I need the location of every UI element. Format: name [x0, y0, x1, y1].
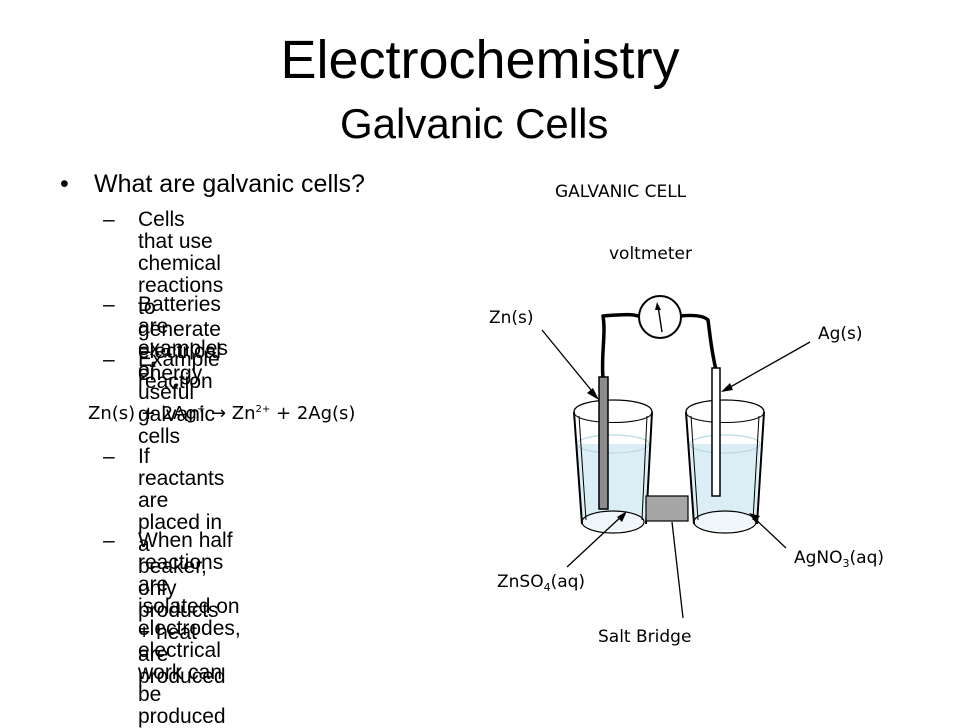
znso4-label: ZnSO4(aq) [497, 572, 585, 594]
subpoint-text: If reactants are placed in a beaker, onl… [138, 445, 226, 688]
agno3-label-main: AgNO [794, 548, 843, 568]
znso4-pointer [566, 513, 625, 568]
slide-subtitle: Galvanic Cells [340, 100, 609, 147]
zn-electrode [598, 376, 609, 510]
agno3-pointer [751, 515, 787, 549]
right-beaker-rim [685, 399, 765, 413]
zn-electrode-label: Zn(s) [489, 308, 534, 328]
zn-pointer-head [587, 388, 599, 400]
bullet-marker: • [60, 170, 69, 198]
znso4-label-subscript: 4 [544, 581, 551, 594]
right-beaker [685, 399, 765, 534]
subpoint-marker: – [103, 348, 115, 371]
agno3-label: AgNO3(aq) [794, 548, 884, 570]
subpoint-text: Batteries are examples of useful galvani… [138, 293, 228, 448]
ag-electrode-label: Ag(s) [818, 324, 863, 344]
slide-title: Electrochemistry [280, 30, 680, 90]
right-beaker-front-rim [685, 411, 765, 423]
equation-zn-charge: 2+ [255, 404, 271, 415]
left-beaker-front-rim [573, 411, 653, 423]
voltmeter-needle-head [655, 302, 661, 310]
left-solution [577, 444, 649, 532]
left-beaker-bottom [581, 510, 645, 534]
equation-reactants: Zn(s) + 2Ag [88, 403, 197, 424]
left-beaker [573, 399, 653, 534]
ag-pointer-head [721, 383, 733, 392]
left-beaker-inner-right [641, 415, 648, 521]
right-beaker-inner-left [690, 415, 699, 521]
equation-product: + 2Ag(s) [270, 403, 356, 424]
znso4-label-tail: (aq) [551, 572, 585, 592]
agno3-label-tail: (aq) [850, 548, 884, 568]
zn-wire [600, 312, 641, 379]
reaction-equation: Zn(s) + 2Ag+ → Zn2+ + 2Ag(s) [88, 398, 355, 426]
left-beaker-outer-left [573, 411, 583, 525]
salt-bridge-pointer [671, 521, 684, 619]
right-beaker-outer-right [756, 411, 765, 525]
ag-wire [679, 313, 718, 371]
voltmeter-needle [657, 305, 663, 333]
agno3-pointer-head [749, 513, 760, 522]
subpoint-text: When half reactions are isolated on elec… [138, 529, 241, 728]
subpoint-text: Example reaction [138, 348, 220, 393]
bullet-text: What are galvanic cells? [94, 170, 365, 198]
right-beaker-inner-right [752, 415, 760, 521]
voltmeter-label: voltmeter [609, 244, 692, 264]
subpoint-marker: – [103, 293, 115, 316]
left-beaker-rim [573, 399, 653, 413]
znso4-pointer-head [617, 511, 627, 522]
diagram-heading: GALVANIC CELL [555, 182, 687, 202]
zn-pointer [541, 329, 597, 397]
equation-arrow: → Zn [205, 403, 256, 424]
ag-electrode [711, 367, 721, 497]
subpoint-text: Cells that use chemical reactions to gen… [138, 208, 224, 385]
salt-bridge [645, 495, 689, 522]
equation-ag-charge: + [196, 404, 206, 415]
subpoint-marker: – [103, 445, 115, 468]
subpoint-marker: – [103, 529, 115, 552]
agno3-label-subscript: 3 [843, 557, 850, 570]
ag-pointer [724, 341, 811, 391]
right-solution [690, 444, 760, 532]
right-solution-surface [689, 434, 761, 454]
right-beaker-outer-left [685, 411, 695, 525]
znso4-label-main: ZnSO [497, 572, 544, 592]
left-beaker-inner-left [578, 415, 587, 521]
subpoint-marker: – [103, 208, 115, 231]
salt-bridge-label: Salt Bridge [598, 627, 691, 647]
right-beaker-bottom [693, 510, 757, 534]
